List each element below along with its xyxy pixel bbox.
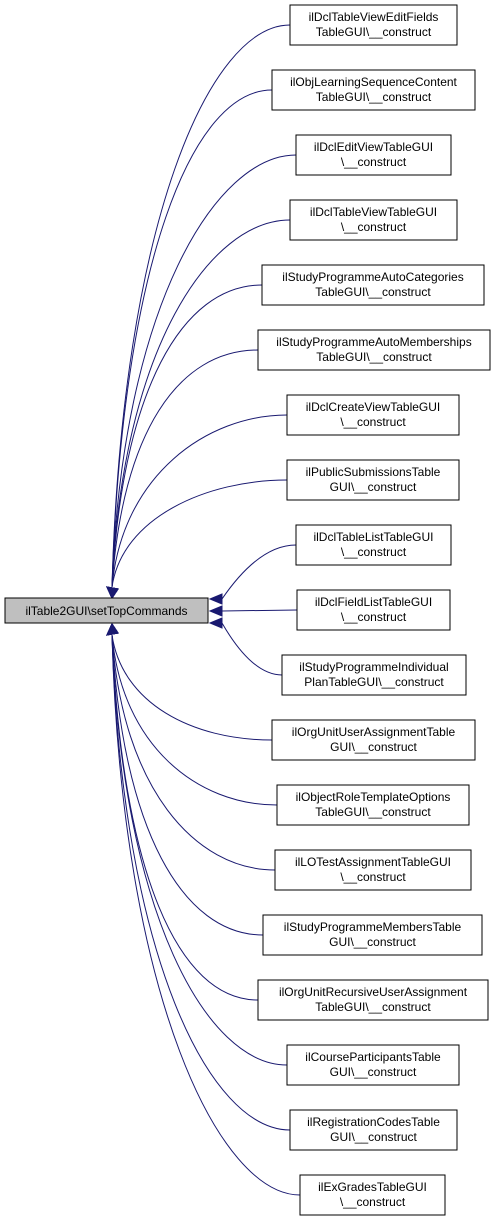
caller-node-label-line1: ilCourseParticipantsTable (305, 1050, 441, 1064)
caller-node-11[interactable]: ilStudyProgrammeIndividualPlanTableGUI\_… (281, 654, 467, 696)
caller-node-1[interactable]: ilDclTableViewEditFieldsTableGUI\__const… (289, 4, 458, 46)
caller-node-6[interactable]: ilStudyProgrammeAutoMembershipsTableGUI\… (257, 329, 491, 371)
caller-node-3[interactable]: ilDclEditViewTableGUI\__construct (295, 134, 452, 176)
call-edge-14 (106, 622, 276, 871)
caller-node-label-line2: GUI\__construct (330, 1130, 417, 1144)
caller-node-label-line2: \__construct (340, 870, 406, 884)
caller-node-label-line1: ilStudyProgrammeIndividual (299, 660, 448, 674)
root-node[interactable]: ilTable2GUI\setTopCommands (4, 597, 209, 624)
caller-node-label-line2: GUI\__construct (329, 935, 416, 949)
caller-node-label-line1: ilDclEditViewTableGUI (314, 140, 433, 154)
caller-node-label-line2: TableGUI\__construct (316, 90, 432, 104)
caller-node-label-line1: ilStudyProgrammeAutoMemberships (276, 335, 471, 349)
caller-node-label-line1: ilExGradesTableGUI (318, 1180, 427, 1194)
caller-node-label-line1: ilDclCreateViewTableGUI (306, 400, 441, 414)
call-edge-7 (106, 414, 288, 600)
caller-node-label-line1: ilDclTableViewEditFields (309, 10, 439, 24)
caller-node-label-line2: TableGUI\__construct (316, 350, 432, 364)
caller-node-label-line2: TableGUI\__construct (315, 1000, 431, 1014)
caller-node-label-line1: ilDclTableViewTableGUI (310, 205, 437, 219)
call-edge-2 (106, 89, 273, 600)
call-edge-6 (106, 349, 259, 600)
caller-node-label-line1: ilRegistrationCodesTable (307, 1115, 440, 1129)
root-node-label: ilTable2GUI\setTopCommands (25, 604, 187, 618)
caller-node-12[interactable]: ilOrgUnitUserAssignmentTableGUI\__constr… (271, 719, 476, 761)
caller-node-label-line2: \__construct (341, 610, 407, 624)
caller-node-label-line2: \__construct (341, 220, 407, 234)
caller-node-label-line2: TableGUI\__construct (315, 805, 431, 819)
call-edge-11 (208, 617, 283, 676)
caller-node-label-line2: TableGUI\__construct (315, 285, 431, 299)
caller-node-label-line1: ilLOTestAssignmentTableGUI (295, 855, 451, 869)
caller-node-label-line2: \__construct (340, 1195, 406, 1209)
caller-node-14[interactable]: ilLOTestAssignmentTableGUI\__construct (274, 849, 472, 891)
caller-node-label-line1: ilObjectRoleTemplateOptions (296, 790, 451, 804)
caller-node-9[interactable]: ilDclTableListTableGUI\__construct (295, 524, 452, 566)
caller-node-15[interactable]: ilStudyProgrammeMembersTableGUI\__constr… (262, 914, 483, 956)
caller-node-2[interactable]: ilObjLearningSequenceContentTableGUI\__c… (271, 69, 476, 111)
caller-node-19[interactable]: ilExGradesTableGUI\__construct (299, 1174, 446, 1216)
caller-node-label-line2: \__construct (341, 545, 407, 559)
call-edge-8 (106, 479, 288, 600)
caller-node-label-line1: ilStudyProgrammeAutoCategories (282, 270, 463, 284)
caller-node-5[interactable]: ilStudyProgrammeAutoCategoriesTableGUI\_… (261, 264, 485, 306)
caller-node-label-line1: ilStudyProgrammeMembersTable (284, 920, 462, 934)
caller-node-label-line1: ilPublicSubmissionsTable (306, 465, 441, 479)
caller-node-16[interactable]: ilOrgUnitRecursiveUserAssignmentTableGUI… (257, 979, 489, 1021)
call-edge-13 (106, 622, 278, 806)
caller-node-4[interactable]: ilDclTableViewTableGUI\__construct (289, 199, 458, 241)
call-edge-12 (106, 622, 273, 741)
call-edge-10 (208, 605, 298, 617)
caller-node-label-line1: ilDclFieldListTableGUI (315, 595, 432, 609)
call-edge-9 (208, 544, 297, 605)
caller-node-label-line1: ilDclTableListTableGUI (313, 530, 433, 544)
call-edge-15 (106, 622, 264, 936)
caller-node-label-line2: \__construct (340, 415, 406, 429)
caller-node-7[interactable]: ilDclCreateViewTableGUI\__construct (286, 394, 460, 436)
caller-node-label-line2: GUI\__construct (330, 740, 417, 754)
caller-node-label-line2: \__construct (341, 155, 407, 169)
caller-node-label-line2: GUI\__construct (330, 1065, 417, 1079)
caller-node-label-line2: PlanTableGUI\__construct (304, 675, 444, 689)
caller-node-13[interactable]: ilObjectRoleTemplateOptionsTableGUI\__co… (276, 784, 470, 826)
caller-node-label-line1: ilObjLearningSequenceContent (290, 75, 457, 89)
caller-node-label-line2: TableGUI\__construct (316, 25, 432, 39)
call-edge-19 (106, 622, 301, 1196)
caller-node-label-line2: GUI\__construct (330, 480, 417, 494)
caller-node-label-line1: ilOrgUnitUserAssignmentTable (292, 725, 456, 739)
call-edge-3 (106, 154, 297, 600)
caller-node-10[interactable]: ilDclFieldListTableGUI\__construct (296, 589, 451, 631)
caller-node-label-line1: ilOrgUnitRecursiveUserAssignment (279, 985, 468, 999)
